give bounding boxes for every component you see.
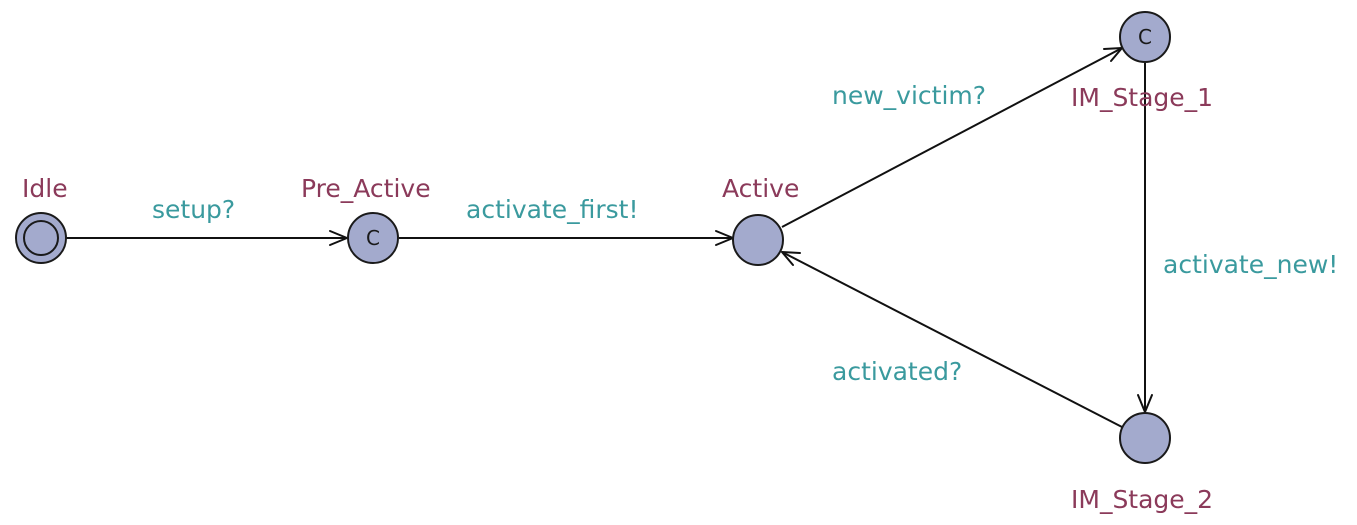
edge-active-to-im-stage-1[interactable] xyxy=(781,47,1123,228)
edge-label-setup: setup? xyxy=(152,195,235,224)
location-label-pre-active: Pre_Active xyxy=(301,174,431,203)
initial-location-marker xyxy=(23,220,59,256)
edge-pre-active-to-active[interactable] xyxy=(399,230,734,246)
edge-label-activate-first: activate_first! xyxy=(466,195,639,224)
committed-marker: C xyxy=(1138,25,1152,49)
edge-idle-to-pre-active[interactable] xyxy=(66,230,348,246)
edge-label-new-victim: new_victim? xyxy=(832,81,986,110)
location-idle[interactable] xyxy=(15,212,67,264)
location-label-im-stage-2: IM_Stage_2 xyxy=(1071,485,1213,514)
location-im-stage-2[interactable] xyxy=(1119,412,1171,464)
location-active[interactable] xyxy=(732,214,784,266)
location-label-im-stage-1: IM_Stage_1 xyxy=(1071,83,1213,112)
edge-label-activate-new: activate_new! xyxy=(1163,250,1338,279)
location-pre-active[interactable]: C xyxy=(347,212,399,264)
committed-marker: C xyxy=(366,226,380,250)
edge-label-activated: activated? xyxy=(832,357,962,386)
edge-im-stage-1-to-im-stage-2[interactable] xyxy=(1137,63,1153,413)
location-label-active: Active xyxy=(722,174,799,203)
location-im-stage-1[interactable]: C xyxy=(1119,11,1171,63)
edge-im-stage-2-to-active[interactable] xyxy=(781,251,1123,428)
location-label-idle: Idle xyxy=(22,174,68,203)
